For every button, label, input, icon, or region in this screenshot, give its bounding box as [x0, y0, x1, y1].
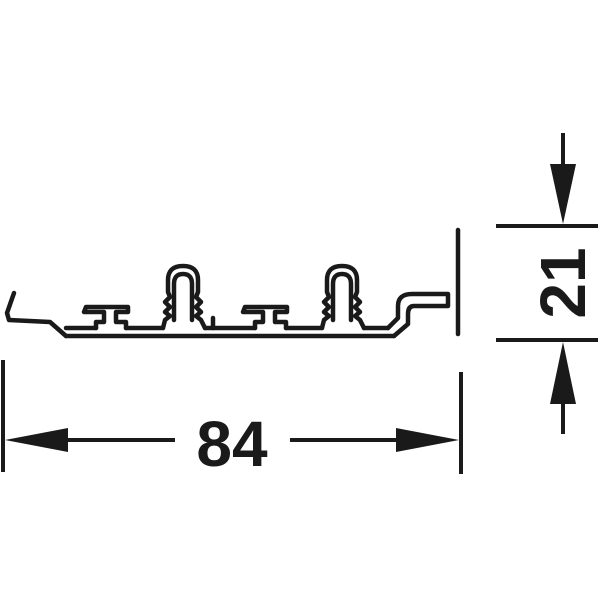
- width-arrow-right: [396, 428, 459, 452]
- t-slot-2: [240, 304, 290, 331]
- profile-cross-section: [4, 227, 461, 339]
- ribbed-channel-2-inner: [330, 271, 354, 323]
- profile-right-hook: [385, 291, 451, 339]
- ribbed-channel-1-inner: [171, 271, 195, 323]
- t-slot-1: [81, 304, 131, 331]
- height-dimension: [496, 133, 598, 434]
- width-label: 84: [196, 408, 268, 480]
- height-arrow-bottom: [550, 342, 576, 404]
- height-label: 21: [527, 247, 599, 318]
- ribbed-channel-2: [319, 263, 367, 331]
- width-arrow-left: [5, 428, 68, 452]
- width-dimension: [1, 360, 463, 474]
- height-arrow-top: [550, 164, 576, 224]
- ribbed-channel-1: [160, 263, 208, 331]
- profile-left-lip: [4, 290, 69, 339]
